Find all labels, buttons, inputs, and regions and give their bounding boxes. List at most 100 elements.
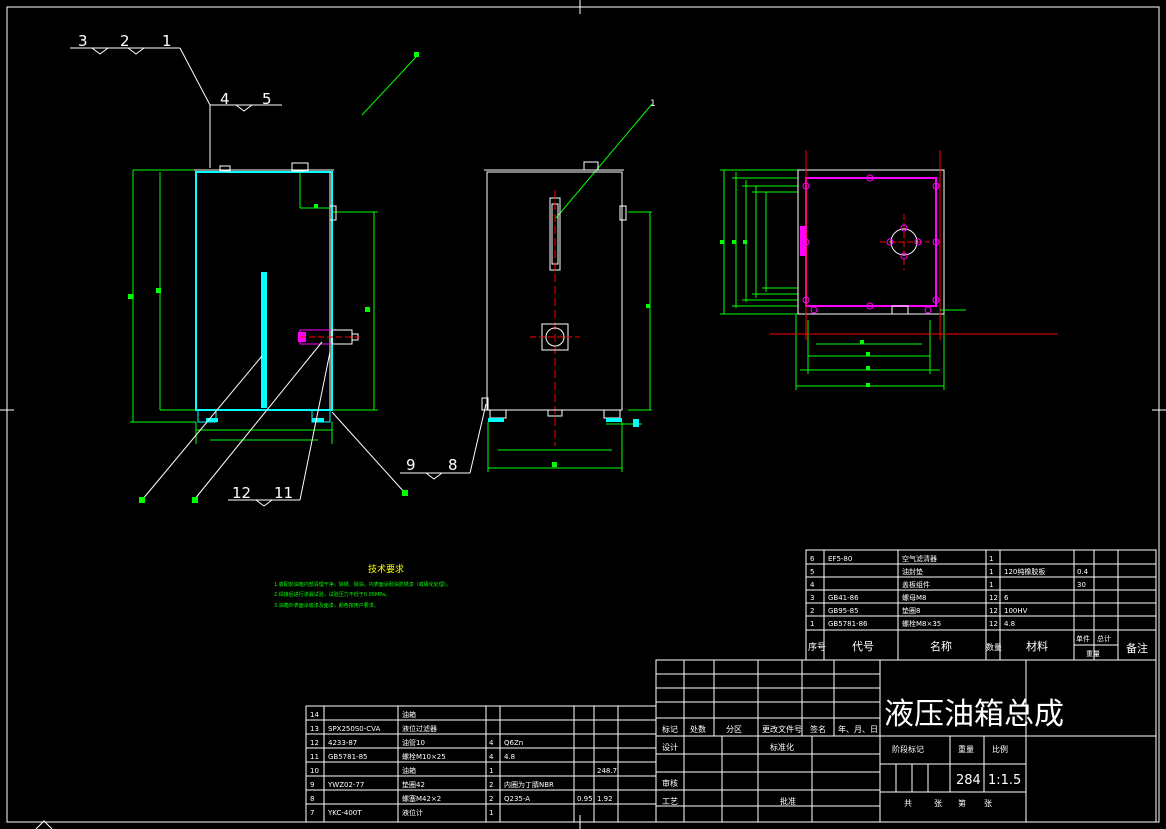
lower-row-qty: 1 xyxy=(489,809,493,817)
parts-table-upper-header: 序号 代号 名称 数量 材料 单件 总计 重量 备注 xyxy=(808,634,1148,658)
upper-row-code: GB95-85 xyxy=(828,607,859,615)
lower-row-no: 9 xyxy=(310,781,314,789)
svg-text:1: 1 xyxy=(650,99,656,109)
label-sheet-no: 第 xyxy=(958,798,966,808)
lower-row-code: YWZ02-77 xyxy=(327,781,364,789)
label-count: 处数 xyxy=(690,724,706,734)
lower-row-code: GB5781-85 xyxy=(328,753,367,761)
lower-row-no: 10 xyxy=(310,767,319,775)
upper-row-material: 120纯橡胶板 xyxy=(1004,567,1045,576)
upper-row-qty: 1 xyxy=(989,568,993,576)
tech-req-line-3: 3.油箱外表面涂底漆及面漆，颜色按用户要求。 xyxy=(274,602,379,609)
upper-row-qty: 12 xyxy=(989,607,998,615)
label-sheet-unit: 张 xyxy=(984,799,992,808)
header-name: 名称 xyxy=(930,639,952,653)
header-unit: 单件 xyxy=(1076,634,1090,643)
tech-requirements: 技术要求 1.装配前油箱内部清理干净，除锈、除油，内表面涂耐油防锈漆（或磷化处理… xyxy=(274,563,451,609)
label-total-sheets: 共 xyxy=(904,799,912,808)
upper-row-code: GB41-86 xyxy=(828,594,859,602)
label-weight: 重量 xyxy=(958,744,974,754)
lower-row-name: 油箱 xyxy=(402,710,416,719)
header-qty: 数量 xyxy=(986,642,1002,652)
lower-row-a: 0.95 xyxy=(577,795,593,803)
label-stage-mark: 阶段标记 xyxy=(892,744,924,754)
upper-row-code: GB5781-86 xyxy=(828,620,868,628)
callout-2: 2 xyxy=(120,32,130,50)
lower-row-b: 248.7 xyxy=(597,767,617,775)
lower-row-name: 垫圈42 xyxy=(402,780,425,789)
leader-lines xyxy=(70,47,487,507)
header-weight: 重量 xyxy=(1086,650,1100,658)
callout-numbers: 3 2 1 4 5 12 11 9 8 xyxy=(78,32,458,502)
callout-5: 5 xyxy=(262,90,272,108)
tech-req-line-1: 1.装配前油箱内部清理干净，除锈、除油，内表面涂耐油防锈漆（或磷化处理）。 xyxy=(274,581,451,588)
header-remark: 备注 xyxy=(1126,641,1148,655)
upper-row-no: 6 xyxy=(810,555,815,563)
upper-row-material: 6 xyxy=(1004,594,1009,602)
upper-row-code: EF5-80 xyxy=(828,555,852,563)
upper-row-qty: 1 xyxy=(989,581,993,589)
lower-row-name: 液位过滤器 xyxy=(402,724,437,733)
upper-row-name: 垫圈8 xyxy=(902,606,920,615)
lower-row-code: 4233-87 xyxy=(328,739,357,747)
label-zone: 分区 xyxy=(726,725,742,734)
lower-row-name: 油管10 xyxy=(402,738,425,747)
upper-row-qty: 1 xyxy=(989,555,993,563)
upper-row-name: 油封垫 xyxy=(902,567,923,576)
scale-value: 1:1.5 xyxy=(988,773,1021,788)
lower-row-b: 1.92 xyxy=(597,795,613,803)
lower-row-no: 14 xyxy=(310,711,319,719)
label-mark: 标记 xyxy=(662,724,678,734)
title-block xyxy=(655,659,1157,823)
callout-12: 12 xyxy=(232,484,251,502)
upper-row-name: 空气滤清器 xyxy=(902,554,937,563)
header-total: 总计 xyxy=(1097,634,1111,643)
callout-9: 9 xyxy=(406,456,416,474)
label-standardize: 标准化 xyxy=(770,742,794,752)
lower-row-material: Q6Zn xyxy=(504,739,523,747)
lower-row-qty: 2 xyxy=(489,781,493,789)
upper-row-no: 3 xyxy=(810,594,814,602)
lower-row-code: YKC-400T xyxy=(327,809,362,817)
upper-row-unit_wt: 30 xyxy=(1077,581,1086,589)
lower-row-no: 7 xyxy=(310,809,314,817)
lower-row-material: 内圈为丁腈NBR xyxy=(504,780,554,789)
label-sign: 签名 xyxy=(810,724,826,734)
upper-row-no: 2 xyxy=(810,607,814,615)
lower-row-qty: 1 xyxy=(489,767,493,775)
upper-row-no: 4 xyxy=(810,581,815,589)
label-sheets-unit: 张 xyxy=(934,799,942,808)
title-block-labels: 标记 处数 分区 更改文件号 签名 年、月、日 设计 标准化 审核 工艺 批准 … xyxy=(662,724,1008,808)
lower-row-no: 12 xyxy=(310,739,319,747)
weight-value: 284 xyxy=(956,773,981,788)
lower-row-code: SPX250S0-CVA xyxy=(328,725,380,733)
parts-table-lower xyxy=(305,705,657,823)
lower-row-qty: 4 xyxy=(489,739,494,747)
tech-req-title: 技术要求 xyxy=(368,563,404,575)
upper-row-qty: 12 xyxy=(989,594,998,602)
upper-row-material: 4.8 xyxy=(1004,620,1015,628)
upper-row-name: 螺母M8 xyxy=(902,593,927,602)
tech-req-line-2: 2.焊接后进行渗漏试验，试验压力不低于0.05MPa。 xyxy=(274,591,390,598)
side-view xyxy=(481,161,652,472)
lower-row-name: 螺栓M10×25 xyxy=(402,752,446,761)
lower-row-name: 油箱 xyxy=(402,766,416,775)
lower-row-material: 4.8 xyxy=(504,753,515,761)
callout-4: 4 xyxy=(220,90,230,108)
lower-row-no: 13 xyxy=(310,725,319,733)
label-process: 工艺 xyxy=(662,797,678,806)
label-scale: 比例 xyxy=(992,744,1008,754)
lower-row-qty: 2 xyxy=(489,795,493,803)
lower-row-name: 液位计 xyxy=(402,808,423,817)
lower-row-name: 螺塞M42×2 xyxy=(402,794,441,803)
upper-row-qty: 12 xyxy=(989,620,998,628)
front-view xyxy=(128,162,378,444)
callout-3: 3 xyxy=(78,32,88,50)
label-date: 年、月、日 xyxy=(838,724,878,734)
drawing-title: 液压油箱总成 xyxy=(884,697,1064,732)
lower-row-no: 11 xyxy=(310,753,319,761)
callout-8: 8 xyxy=(448,456,458,474)
